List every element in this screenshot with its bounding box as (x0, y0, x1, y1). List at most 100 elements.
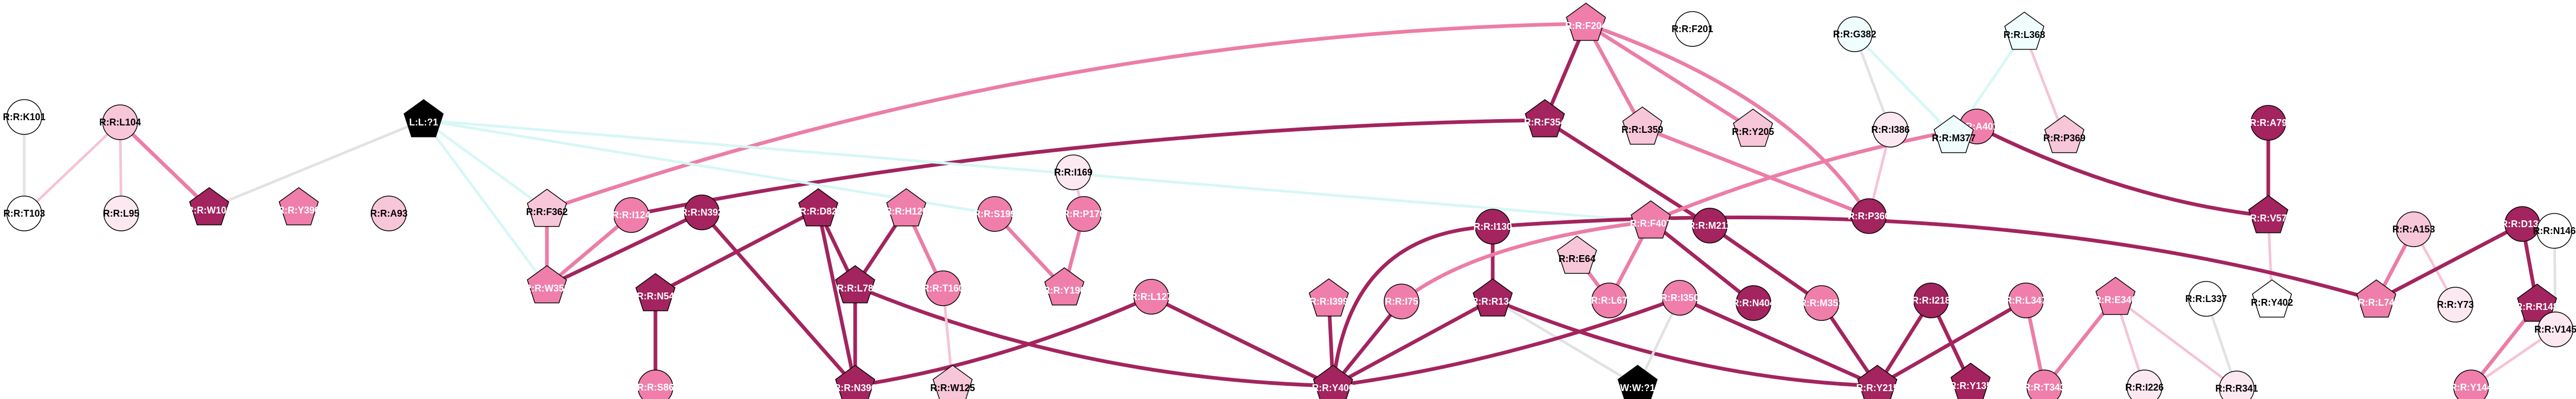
node-r-r-n146[interactable]: R:R:N146 (2533, 213, 2576, 249)
node-shape (2437, 287, 2473, 323)
node-r-r-m211[interactable]: R:R:M211 (1688, 208, 1731, 244)
node-r-r-t103[interactable]: R:R:T103 (3, 196, 45, 231)
node-r-r-e64[interactable]: R:R:E64 (1557, 236, 1597, 274)
node-label: R:R:R148 (2515, 301, 2558, 312)
edge-r-r-i75-r-r-y400 (1331, 299, 1404, 388)
edge-r-r-l78-r-r-y400 (853, 284, 1335, 388)
node-l-l-1[interactable]: L:L:?1 (404, 99, 444, 138)
node-r-r-v57[interactable]: R:R:V57 (2248, 195, 2288, 233)
node-r-r-y205[interactable]: R:R:Y205 (1732, 109, 1774, 147)
node-r-r-a153[interactable]: R:R:A153 (2392, 211, 2435, 247)
edge-r-r-f354-r-r-i124 (629, 118, 1547, 217)
node-r-r-i226[interactable]: R:R:I226 (2125, 369, 2164, 399)
node-r-r-s86[interactable]: R:R:S86 (637, 369, 674, 399)
node-r-r-e340[interactable]: R:R:E340 (2094, 277, 2137, 315)
node-r-r-p360[interactable]: R:R:P360 (1848, 198, 1890, 234)
node-r-r-p369[interactable]: R:R:P369 (2043, 115, 2085, 153)
node-shape (638, 369, 673, 399)
node-r-r-i130[interactable]: R:R:I130 (1473, 209, 1512, 245)
node-r-r-i399[interactable]: R:R:I399 (1309, 278, 1349, 317)
node-r-r-m351[interactable]: R:R:M351 (1799, 285, 1844, 321)
node-r-r-i350[interactable]: R:R:I350 (1660, 280, 1699, 316)
node-r-r-y400[interactable]: R:R:Y400 (1312, 365, 1354, 399)
node-shape (1662, 280, 1698, 316)
node-r-r-n54[interactable]: R:R:N54 (635, 273, 675, 312)
node-r-r-y135[interactable]: R:R:Y135 (1950, 363, 1992, 399)
node-r-r-f362[interactable]: R:R:F362 (526, 189, 568, 227)
node-r-r-p170[interactable]: R:R:P170 (1063, 196, 1105, 232)
node-r-r-m377[interactable]: R:R:M377 (1932, 115, 1976, 153)
node-shape (613, 197, 649, 233)
node-r-r-i169[interactable]: R:R:I169 (1054, 154, 1093, 190)
node-shape (189, 187, 229, 226)
node-r-r-v145[interactable]: R:R:V145 (2534, 312, 2576, 347)
node-label: R:R:Y390 (278, 205, 320, 216)
node-shape (2008, 283, 2044, 318)
node-r-r-i75[interactable]: R:R:I75 (1384, 284, 1419, 319)
node-r-r-w102[interactable]: R:R:W102 (187, 187, 232, 226)
node-r-r-y196[interactable]: R:R:Y196 (1043, 267, 1085, 306)
edge-r-r-r134-w-w-1 (1491, 298, 1639, 387)
node-r-r-a93[interactable]: R:R:A93 (370, 196, 408, 231)
node-r-r-i218[interactable]: R:R:I218 (1912, 283, 1951, 318)
node-r-r-l359[interactable]: R:R:L359 (1621, 106, 1663, 145)
node-r-r-f354[interactable]: R:R:F354 (1524, 99, 1566, 138)
node-r-r-h126[interactable]: R:R:H126 (885, 188, 928, 227)
node-r-r-k101[interactable]: R:R:K101 (3, 99, 46, 135)
node-r-r-l67[interactable]: R:R:L67 (1591, 283, 1628, 318)
node-r-r-l337[interactable]: R:R:L337 (2185, 281, 2227, 317)
node-r-r-l74[interactable]: R:R:L74 (2356, 279, 2396, 318)
edge-r-r-f204-r-r-f362 (545, 22, 1588, 212)
node-r-r-i386[interactable]: R:R:I386 (1871, 112, 1910, 148)
node-shape (1066, 196, 1102, 232)
node-r-r-w358[interactable]: R:R:W358 (524, 265, 570, 304)
node-r-r-f204[interactable]: R:R:F204 (1565, 3, 1607, 41)
node-r-r-g382[interactable]: R:R:G382 (1833, 16, 1876, 52)
node-shape (527, 265, 567, 304)
node-r-r-y144[interactable]: R:R:Y144 (2450, 369, 2492, 399)
node-r-r-y402[interactable]: R:R:Y402 (2251, 279, 2293, 318)
node-r-r-y215[interactable]: R:R:Y215 (1856, 365, 1898, 399)
node-shape (2127, 369, 2162, 399)
node-label: R:R:L337 (2185, 294, 2227, 304)
node-r-r-n396[interactable]: R:R:N396 (834, 365, 877, 399)
node-label: R:R:M211 (1688, 220, 1731, 231)
edge-r-r-f204-r-r-l359 (1584, 22, 1644, 130)
node-shape (102, 104, 138, 140)
node-r-r-n392[interactable]: R:R:N392 (680, 194, 723, 230)
node-r-r-t160[interactable]: R:R:T160 (922, 270, 964, 306)
node-r-r-n404[interactable]: R:R:N404 (1732, 285, 1775, 321)
node-r-r-y73[interactable]: R:R:Y73 (2437, 287, 2474, 323)
node-r-r-d133[interactable]: R:R:D133 (2501, 206, 2544, 242)
node-r-r-a79[interactable]: R:R:A79 (2249, 105, 2287, 141)
node-label: R:R:N404 (1732, 298, 1775, 308)
node-shape (1851, 198, 1887, 234)
node-label: R:R:T343 (2023, 382, 2065, 393)
edge-l-l-1-r-r-f362 (422, 119, 548, 211)
node-r-r-r134[interactable]: R:R:R134 (1471, 278, 1514, 317)
node-r-r-l347[interactable]: R:R:L347 (2005, 283, 2047, 318)
node-label: R:R:H126 (885, 206, 927, 217)
node-r-r-r341[interactable]: R:R:R341 (2215, 371, 2258, 399)
edge-r-r-i124-r-r-w358 (545, 213, 633, 288)
node-shape (2517, 284, 2557, 322)
node-r-r-s199[interactable]: R:R:S199 (974, 196, 1016, 232)
node-r-r-w125[interactable]: R:R:W125 (930, 365, 975, 399)
node-r-r-r148[interactable]: R:R:R148 (2515, 284, 2559, 322)
node-w-w-1[interactable]: W:W:?1 (1618, 365, 1658, 399)
node-r-r-l368[interactable]: R:R:L368 (2003, 12, 2045, 50)
node-shape (1934, 115, 1974, 153)
node-r-r-l78[interactable]: R:R:L78 (835, 265, 875, 304)
node-label: R:R:F204 (1565, 21, 1607, 31)
node-label: R:R:I386 (1871, 124, 1909, 135)
node-r-r-d82[interactable]: R:R:D82 (798, 188, 838, 227)
node-r-r-f201[interactable]: R:R:F201 (1671, 11, 1713, 47)
node-r-r-f407[interactable]: R:R:F407 (1630, 200, 1672, 239)
node-r-r-t343[interactable]: R:R:T343 (2023, 369, 2065, 399)
node-r-r-i124[interactable]: R:R:I124 (612, 197, 651, 233)
node-r-r-l104[interactable]: R:R:L104 (99, 104, 141, 140)
node-r-r-y390[interactable]: R:R:Y390 (278, 187, 320, 226)
node-r-r-l127[interactable]: R:R:L127 (1130, 279, 1172, 315)
node-r-r-l95[interactable]: R:R:L95 (103, 196, 140, 231)
node-label: R:R:D133 (2501, 219, 2543, 229)
